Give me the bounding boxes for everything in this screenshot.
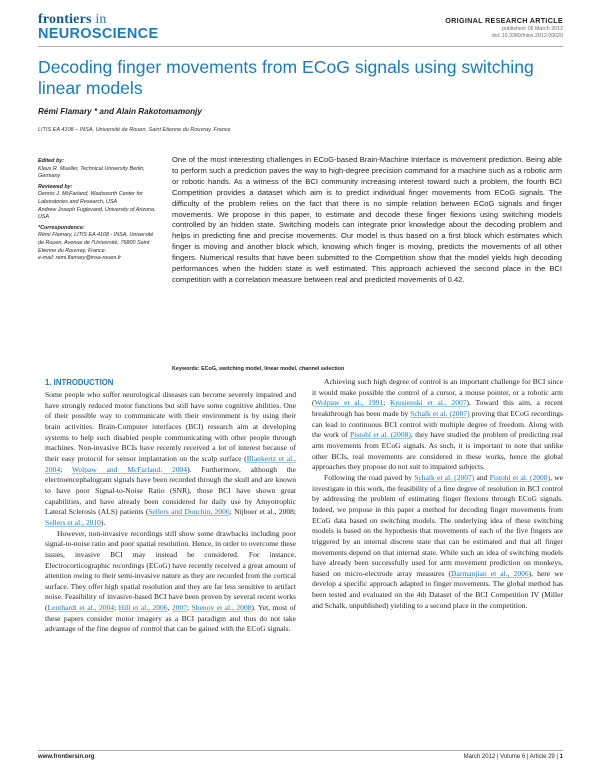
logo-neuroscience: NEUROSCIENCE	[38, 26, 159, 42]
keywords: Keywords: ECoG, switching model, linear …	[172, 366, 344, 372]
published-date: published: 06 March 2012	[502, 26, 563, 32]
paragraph: Some people who suffer neurological dise…	[45, 390, 296, 529]
correspondence-label: *Correspondence:	[38, 224, 85, 231]
citation-link[interactable]: Blankertz et al., 2004	[45, 453, 297, 474]
citation-link[interactable]: Schalk et al. (2007)	[414, 472, 475, 482]
affiliation: LITIS EA 4108 – INSA, Université de Roue…	[38, 127, 231, 133]
text-run: ), here we develop a specific approach a…	[312, 568, 564, 610]
edited-by: Klaus R. Mueller, Technical University B…	[38, 165, 145, 180]
article-type: ORIGINAL RESEARCH ARTICLE	[445, 16, 563, 25]
citation-link[interactable]: Sellers and Donchin, 2006	[148, 507, 230, 517]
logo-in-word: in	[91, 12, 107, 27]
citation-link[interactable]: Pistohl et al. (2008)	[489, 472, 551, 482]
publication-meta: published: 06 March 2012 doi: 10.3389/fn…	[492, 26, 563, 40]
text-run: proving that ECoG recordings can lead to…	[312, 408, 563, 440]
text-run: ). Toward this aim, a recent breakthroug…	[312, 398, 563, 418]
reviewer-1: Dennis J. McFarland, Wadsworth Center fo…	[38, 191, 143, 205]
text-run: ).	[100, 517, 106, 527]
citation-link[interactable]: Krusienski et al., 2007	[390, 398, 467, 408]
keywords-list: ECoG, switching model, linear model, cha…	[201, 366, 345, 372]
text-run: and	[474, 472, 490, 482]
text-run: However, non-invasive recordings still s…	[45, 528, 296, 613]
text-run: Some people who suffer neurological dise…	[45, 390, 296, 463]
citation-link[interactable]: Wolpaw and McFarland, 2004	[71, 464, 188, 474]
text-run: ;	[187, 603, 192, 613]
logo-frontiers: frontiers in	[38, 13, 143, 27]
paragraph: Following the road paved by Schalk et al…	[312, 473, 563, 612]
text-run: Following the road paved by	[324, 472, 415, 482]
abstract: One of the most interesting challenges i…	[172, 155, 562, 284]
text-run: ). Furthermore, although the electroence…	[45, 464, 296, 517]
citation-link[interactable]: Darmanjian et al., 2006	[451, 568, 529, 578]
body-left-column: 1. INTRODUCTION Some people who suffer n…	[45, 377, 296, 635]
text-run: ; Nijboer et al., 2008;	[229, 507, 296, 517]
citation-link[interactable]: Leuthardt et al., 2004	[47, 603, 115, 613]
citation-link[interactable]: Hill et al., 2006	[118, 603, 168, 613]
text-run: ;	[60, 464, 72, 474]
text-run: , they have studied the problem of predi…	[312, 430, 563, 472]
citation-link[interactable]: Schalk et al. (2007)	[410, 408, 470, 418]
edited-by-label: Edited by:	[38, 158, 65, 164]
page-number: 1	[559, 754, 563, 760]
text-run: , we investigate in this work, the feasi…	[312, 472, 563, 578]
footer-divider	[38, 750, 563, 751]
reviewed-by-label: Reviewed by:	[38, 183, 73, 190]
journal-website[interactable]: www.frontiersin.org	[38, 754, 95, 760]
logo-frontiers-word: frontiers	[38, 12, 92, 27]
text-run: ). Yet, most of these papers consider mo…	[45, 603, 296, 634]
journal-logo: frontiers in NEUROSCIENCE	[38, 13, 159, 42]
paper-title: Decoding finger movements from ECoG sign…	[38, 57, 534, 98]
text-run: ,	[167, 603, 172, 613]
citation-link[interactable]: Sellers et al., 2010	[45, 517, 101, 527]
citation-link[interactable]: Pistohl et al. (2008)	[350, 430, 411, 440]
authors: Rémi Flamary * and Alain Rakotomamonjy	[38, 107, 202, 116]
body-right-column: Achieving such high degree of control is…	[312, 377, 563, 611]
citation-link[interactable]: 2007	[171, 603, 188, 613]
section-title: 1. INTRODUCTION	[45, 378, 114, 387]
correspondence-email[interactable]: e-mail: remi.flamary@insa-rouen.fr	[38, 255, 122, 262]
reviewer-2: Andrew Joseph Fuglevand, University of A…	[38, 206, 156, 221]
text-run: Achieving such high degree of control is…	[312, 377, 563, 408]
header-divider	[38, 46, 563, 47]
text-run: ;	[114, 603, 119, 613]
paragraph: However, non-invasive recordings still s…	[45, 529, 296, 636]
issue-text: March 2012 | Volume 6 | Article 29 |	[463, 754, 560, 760]
keywords-label: Keywords:	[172, 366, 200, 372]
correspondence: Rémi Flamary, LITIS EA 4108 - INSA, Univ…	[38, 232, 154, 254]
editorial-sidebar: Edited by: Klaus R. Mueller, Technical U…	[38, 158, 156, 263]
paragraph: Achieving such high degree of control is…	[312, 377, 563, 473]
citation-link[interactable]: Shenoy et al., 2008	[191, 603, 252, 613]
issue-info: March 2012 | Volume 6 | Article 29 | 1	[464, 754, 563, 760]
citation-link[interactable]: Wolpaw et al., 1991	[314, 398, 384, 408]
text-run: ;	[383, 398, 391, 408]
doi[interactable]: doi: 10.3389/fnins.2012.00029	[491, 33, 563, 39]
